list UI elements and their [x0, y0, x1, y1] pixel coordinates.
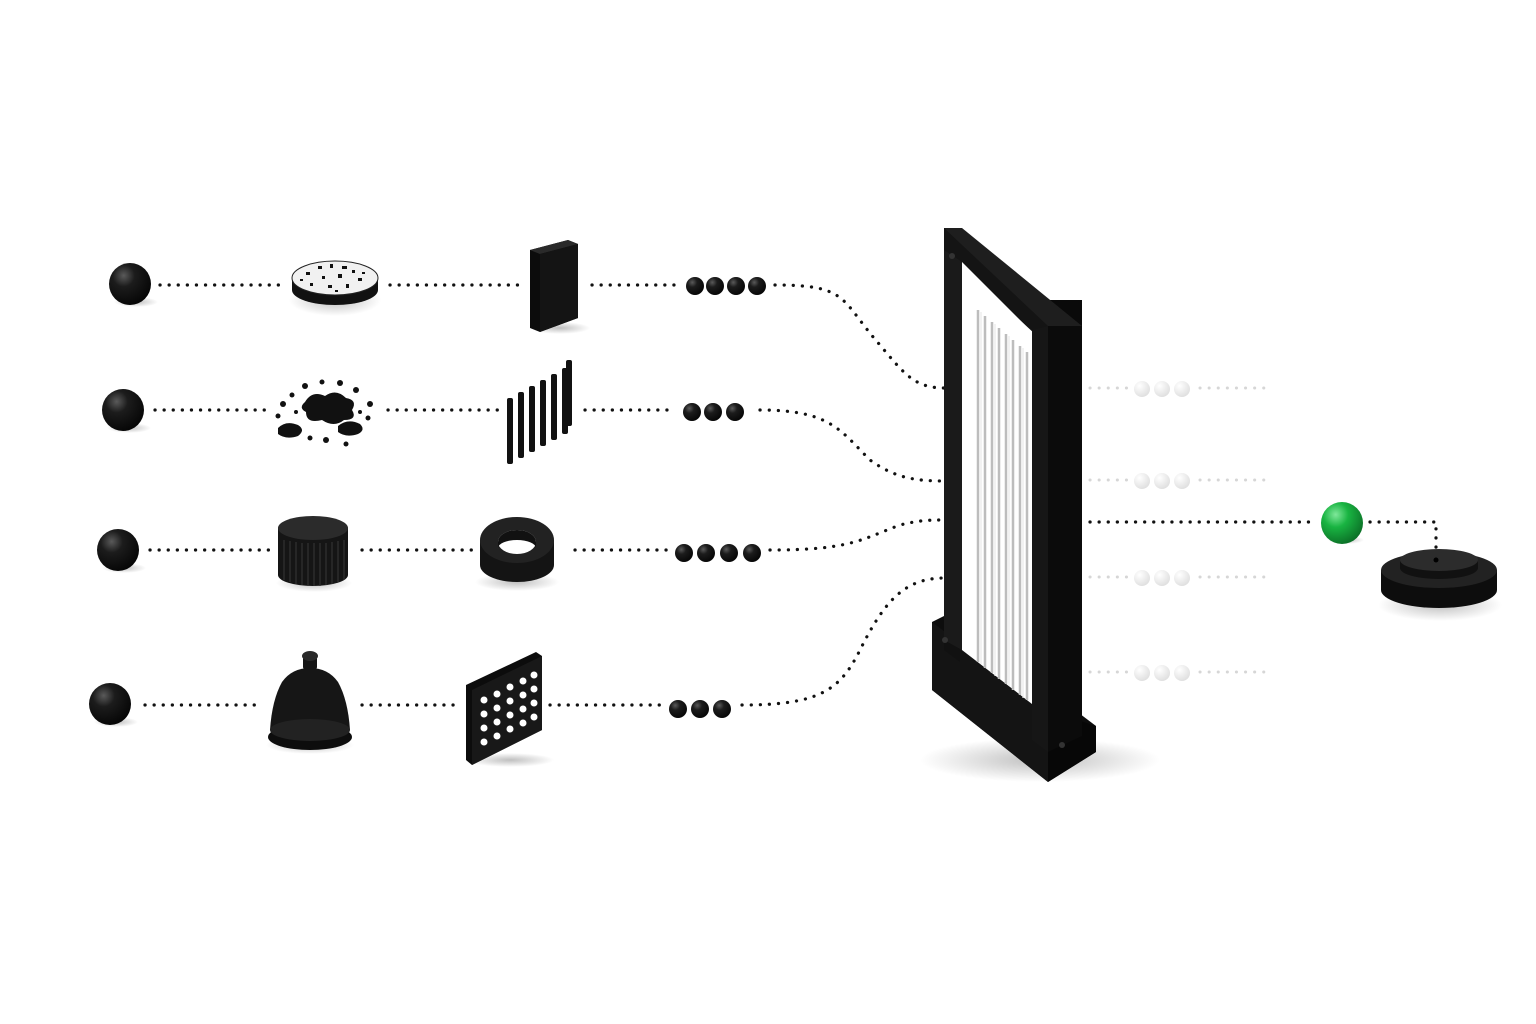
faded-bead-chain-icon: [1134, 665, 1190, 681]
connector-line: [768, 518, 947, 552]
rod-array-icon: [507, 360, 572, 464]
bead-chain-icon: [675, 544, 761, 562]
connector-lines: [143, 283, 1438, 707]
knurled-cylinder-icon: [276, 516, 352, 592]
sphere-icon: [89, 683, 131, 725]
bead-chain-icon: [669, 700, 731, 718]
scattered-particles-icon: [275, 379, 373, 447]
base-platform-icon: [1378, 549, 1502, 621]
stream-4: [89, 651, 731, 767]
faded-outputs: [1134, 381, 1190, 681]
stream-1: [109, 240, 766, 334]
final-output: [1321, 502, 1502, 621]
perforated-plate-icon: [466, 652, 554, 767]
connector-line: [758, 408, 947, 483]
filter-frame-icon: [920, 228, 1160, 782]
faded-bead-chain-icon: [1134, 570, 1190, 586]
faded-bead-chain-icon: [1134, 473, 1190, 489]
green-sphere-icon: [1321, 502, 1363, 544]
sphere-icon: [97, 529, 139, 571]
ring-icon: [475, 517, 559, 591]
stream-3: [97, 516, 761, 592]
block-icon: [530, 240, 590, 334]
sphere-icon: [109, 263, 151, 305]
bead-chain-icon: [686, 277, 766, 295]
perforated-disc-icon: [289, 260, 381, 316]
connector-line: [740, 576, 947, 707]
sphere-icon: [102, 389, 144, 431]
faded-output-lines: [1088, 386, 1267, 674]
connector-line: [1368, 520, 1438, 562]
bead-chain-icon: [683, 403, 744, 421]
stream-2: [102, 360, 744, 464]
bell-icon: [266, 651, 354, 754]
faded-bead-chain-icon: [1134, 381, 1190, 397]
connector-line: [773, 283, 947, 390]
